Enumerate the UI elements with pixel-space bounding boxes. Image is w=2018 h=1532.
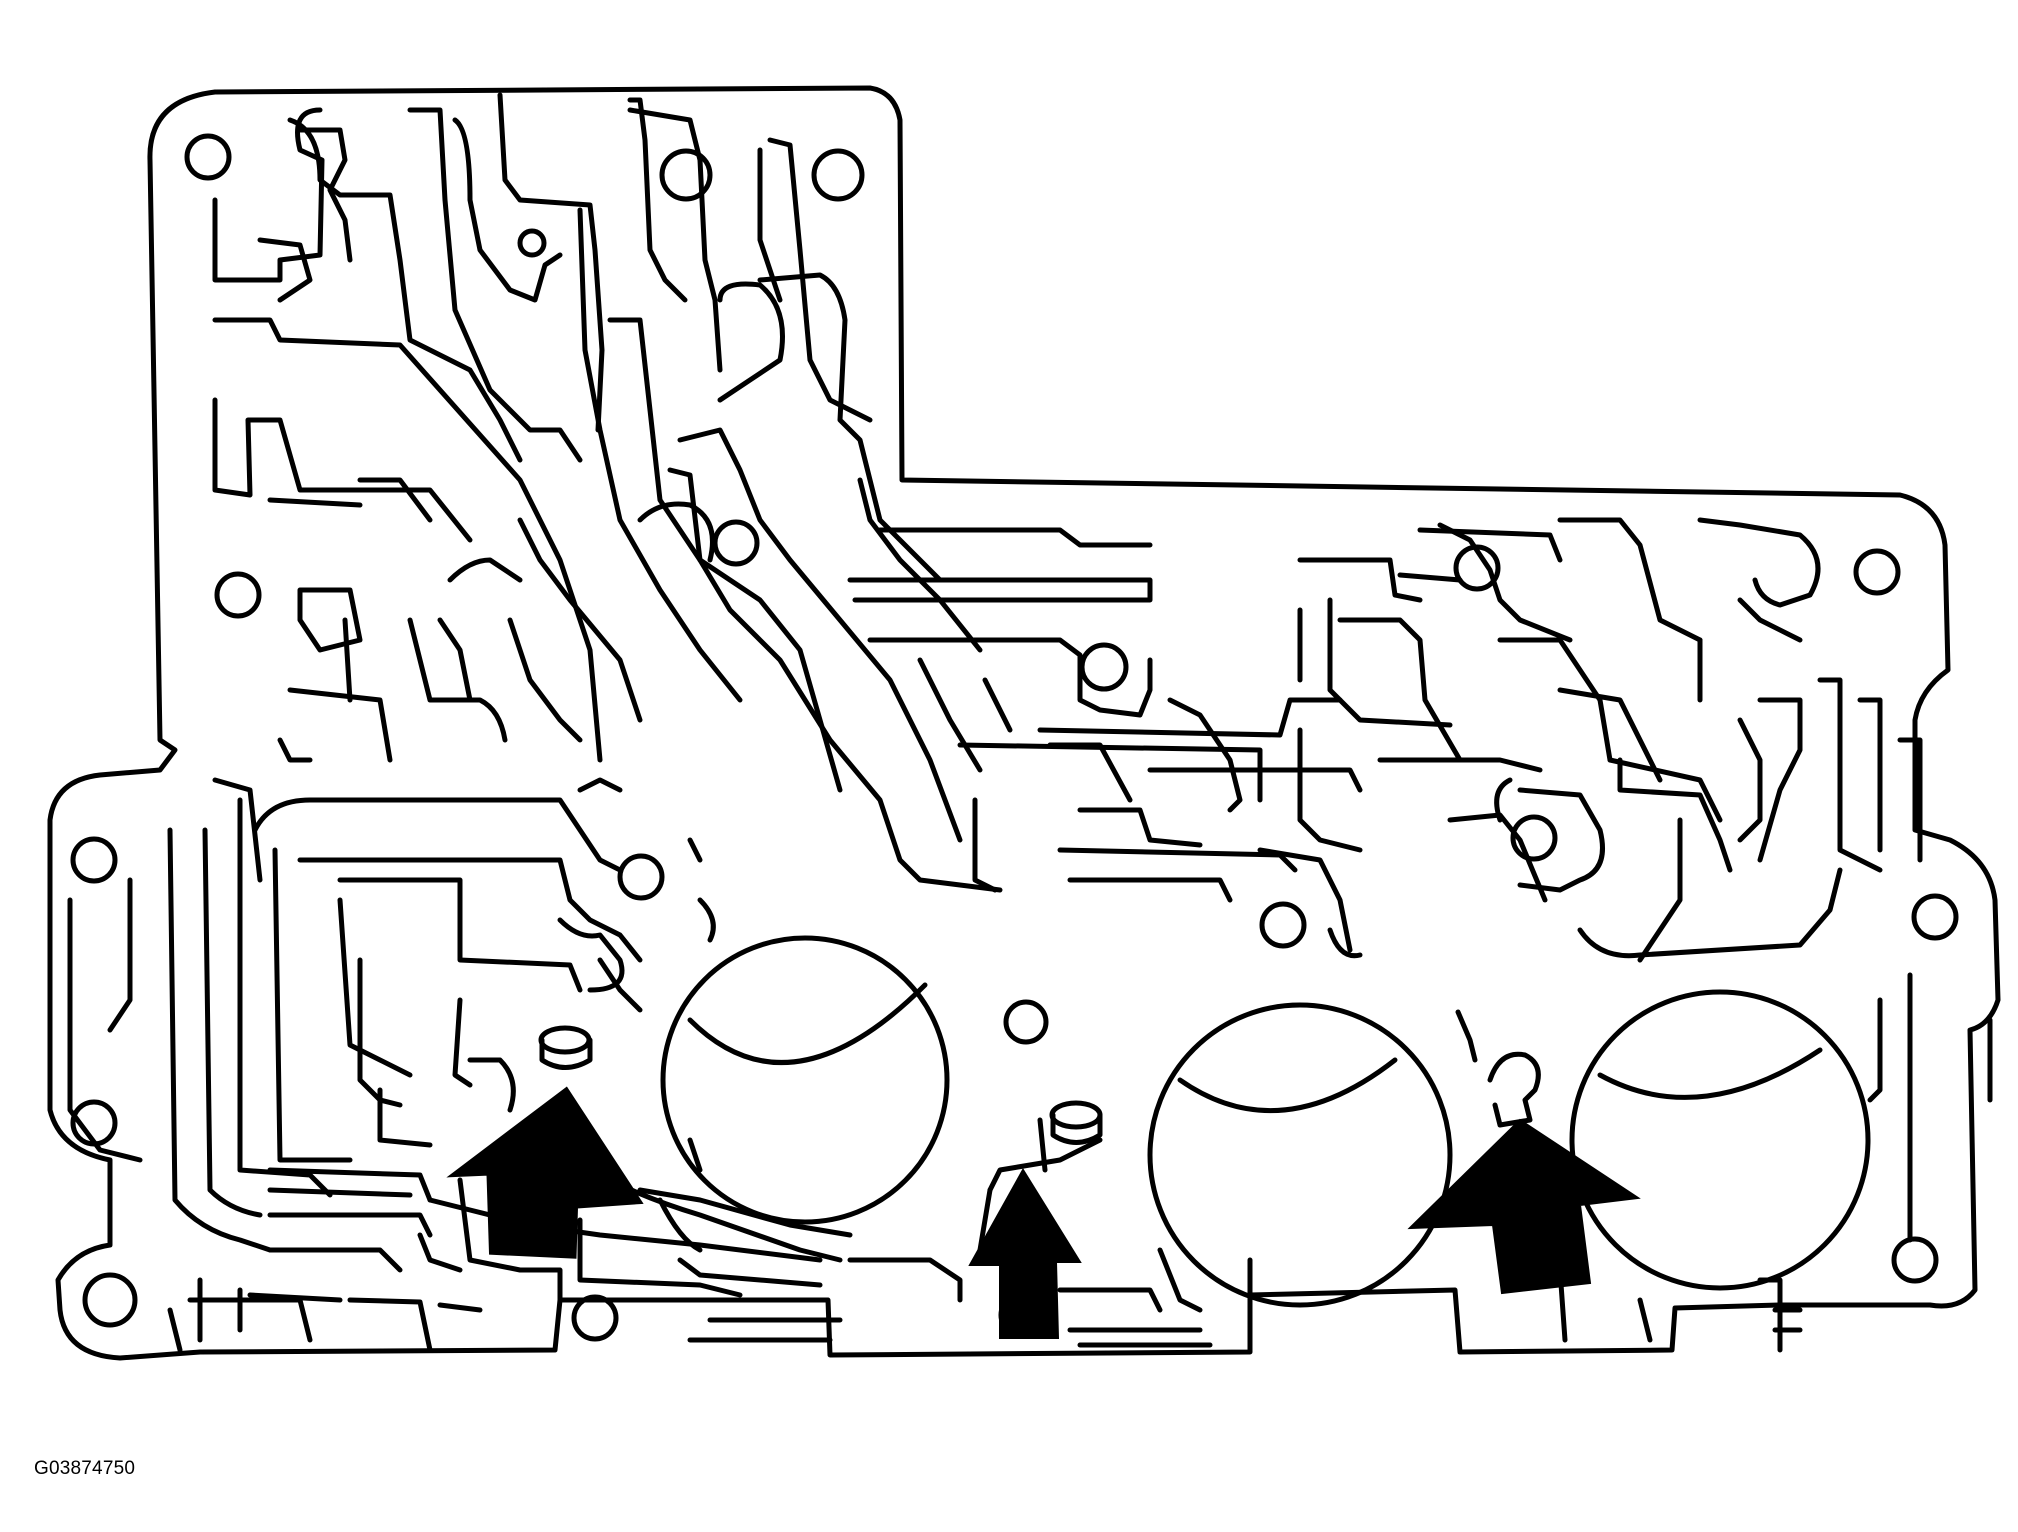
bore-inner-arc bbox=[1597, 1047, 1823, 1100]
retainer-wire bbox=[1455, 1009, 1478, 1063]
bolt-hole bbox=[1003, 999, 1049, 1045]
bolt-hole bbox=[1259, 901, 1307, 949]
bore-inner-arc bbox=[1177, 1057, 1398, 1114]
bore-inner-arc bbox=[687, 982, 928, 1065]
bolt-hole bbox=[184, 133, 232, 181]
fluid-channels bbox=[67, 92, 1993, 1353]
bolt-hole bbox=[1510, 814, 1558, 862]
plate-outline bbox=[47, 85, 2001, 1361]
arrow-up-icon bbox=[1407, 1118, 1641, 1295]
bolt-hole bbox=[82, 1272, 138, 1328]
valve-bore-center bbox=[1147, 1002, 1453, 1308]
retainer-clip-left bbox=[538, 1025, 592, 1055]
check-ball-retainers bbox=[538, 1009, 1541, 1145]
bolt-hole bbox=[712, 519, 760, 567]
valve-bores bbox=[660, 935, 1871, 1308]
bolt-hole bbox=[617, 853, 665, 901]
bolt-hole bbox=[571, 1294, 619, 1342]
bolt-hole bbox=[70, 836, 118, 884]
retainer-clip-center-body bbox=[1050, 1112, 1103, 1145]
valve-bore-left bbox=[660, 935, 950, 1225]
retainer-clip-center bbox=[1049, 1100, 1103, 1130]
valve-bore-right bbox=[1569, 989, 1871, 1291]
retainer-clip-left-body bbox=[539, 1037, 593, 1070]
bolt-hole bbox=[659, 148, 713, 202]
bolt-hole bbox=[1853, 548, 1901, 596]
arrow-up-icon bbox=[446, 1086, 644, 1259]
arrow-up-icon bbox=[968, 1168, 1082, 1339]
bolt-hole bbox=[1079, 642, 1129, 692]
retainer-clip-right bbox=[1487, 1051, 1541, 1128]
bolt-hole bbox=[1891, 1236, 1939, 1284]
figure-id-label: G03874750 bbox=[34, 1458, 136, 1479]
callout-arrows bbox=[446, 1086, 1641, 1339]
bolt-hole bbox=[214, 571, 262, 619]
bolt-hole bbox=[1911, 893, 1959, 941]
bolt-hole bbox=[517, 228, 547, 258]
bolt-hole bbox=[811, 148, 865, 202]
bolt-holes bbox=[70, 133, 1959, 1342]
